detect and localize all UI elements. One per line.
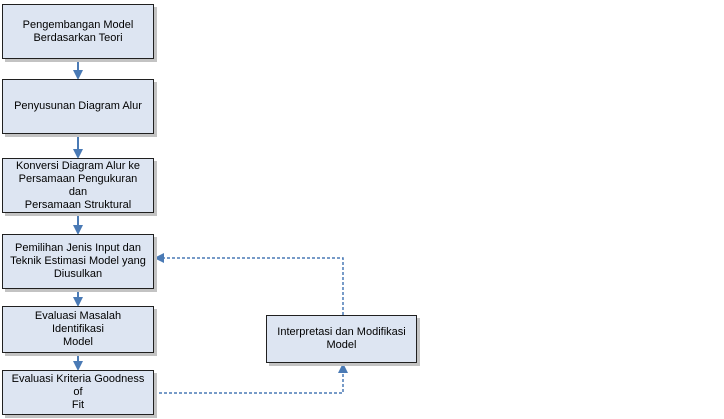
node-model-development: Pengembangan Model Berdasarkan Teori xyxy=(2,4,154,59)
node-path-diagram: Penyusunan Diagram Alur xyxy=(2,79,154,134)
node-interpretation: Interpretasi dan Modifikasi Model xyxy=(266,315,417,363)
node-goodness-of-fit: Evaluasi Kriteria Goodness of Fit xyxy=(2,370,154,415)
node-input-selection: Pemilihan Jenis Input dan Teknik Estimas… xyxy=(2,234,154,289)
node-conversion: Konversi Diagram Alur ke Persamaan Pengu… xyxy=(2,158,154,213)
node-identification: Evaluasi Masalah Identifikasi Model xyxy=(2,306,154,353)
connector-7-4 xyxy=(154,253,344,315)
connector-6-7 xyxy=(154,363,348,394)
